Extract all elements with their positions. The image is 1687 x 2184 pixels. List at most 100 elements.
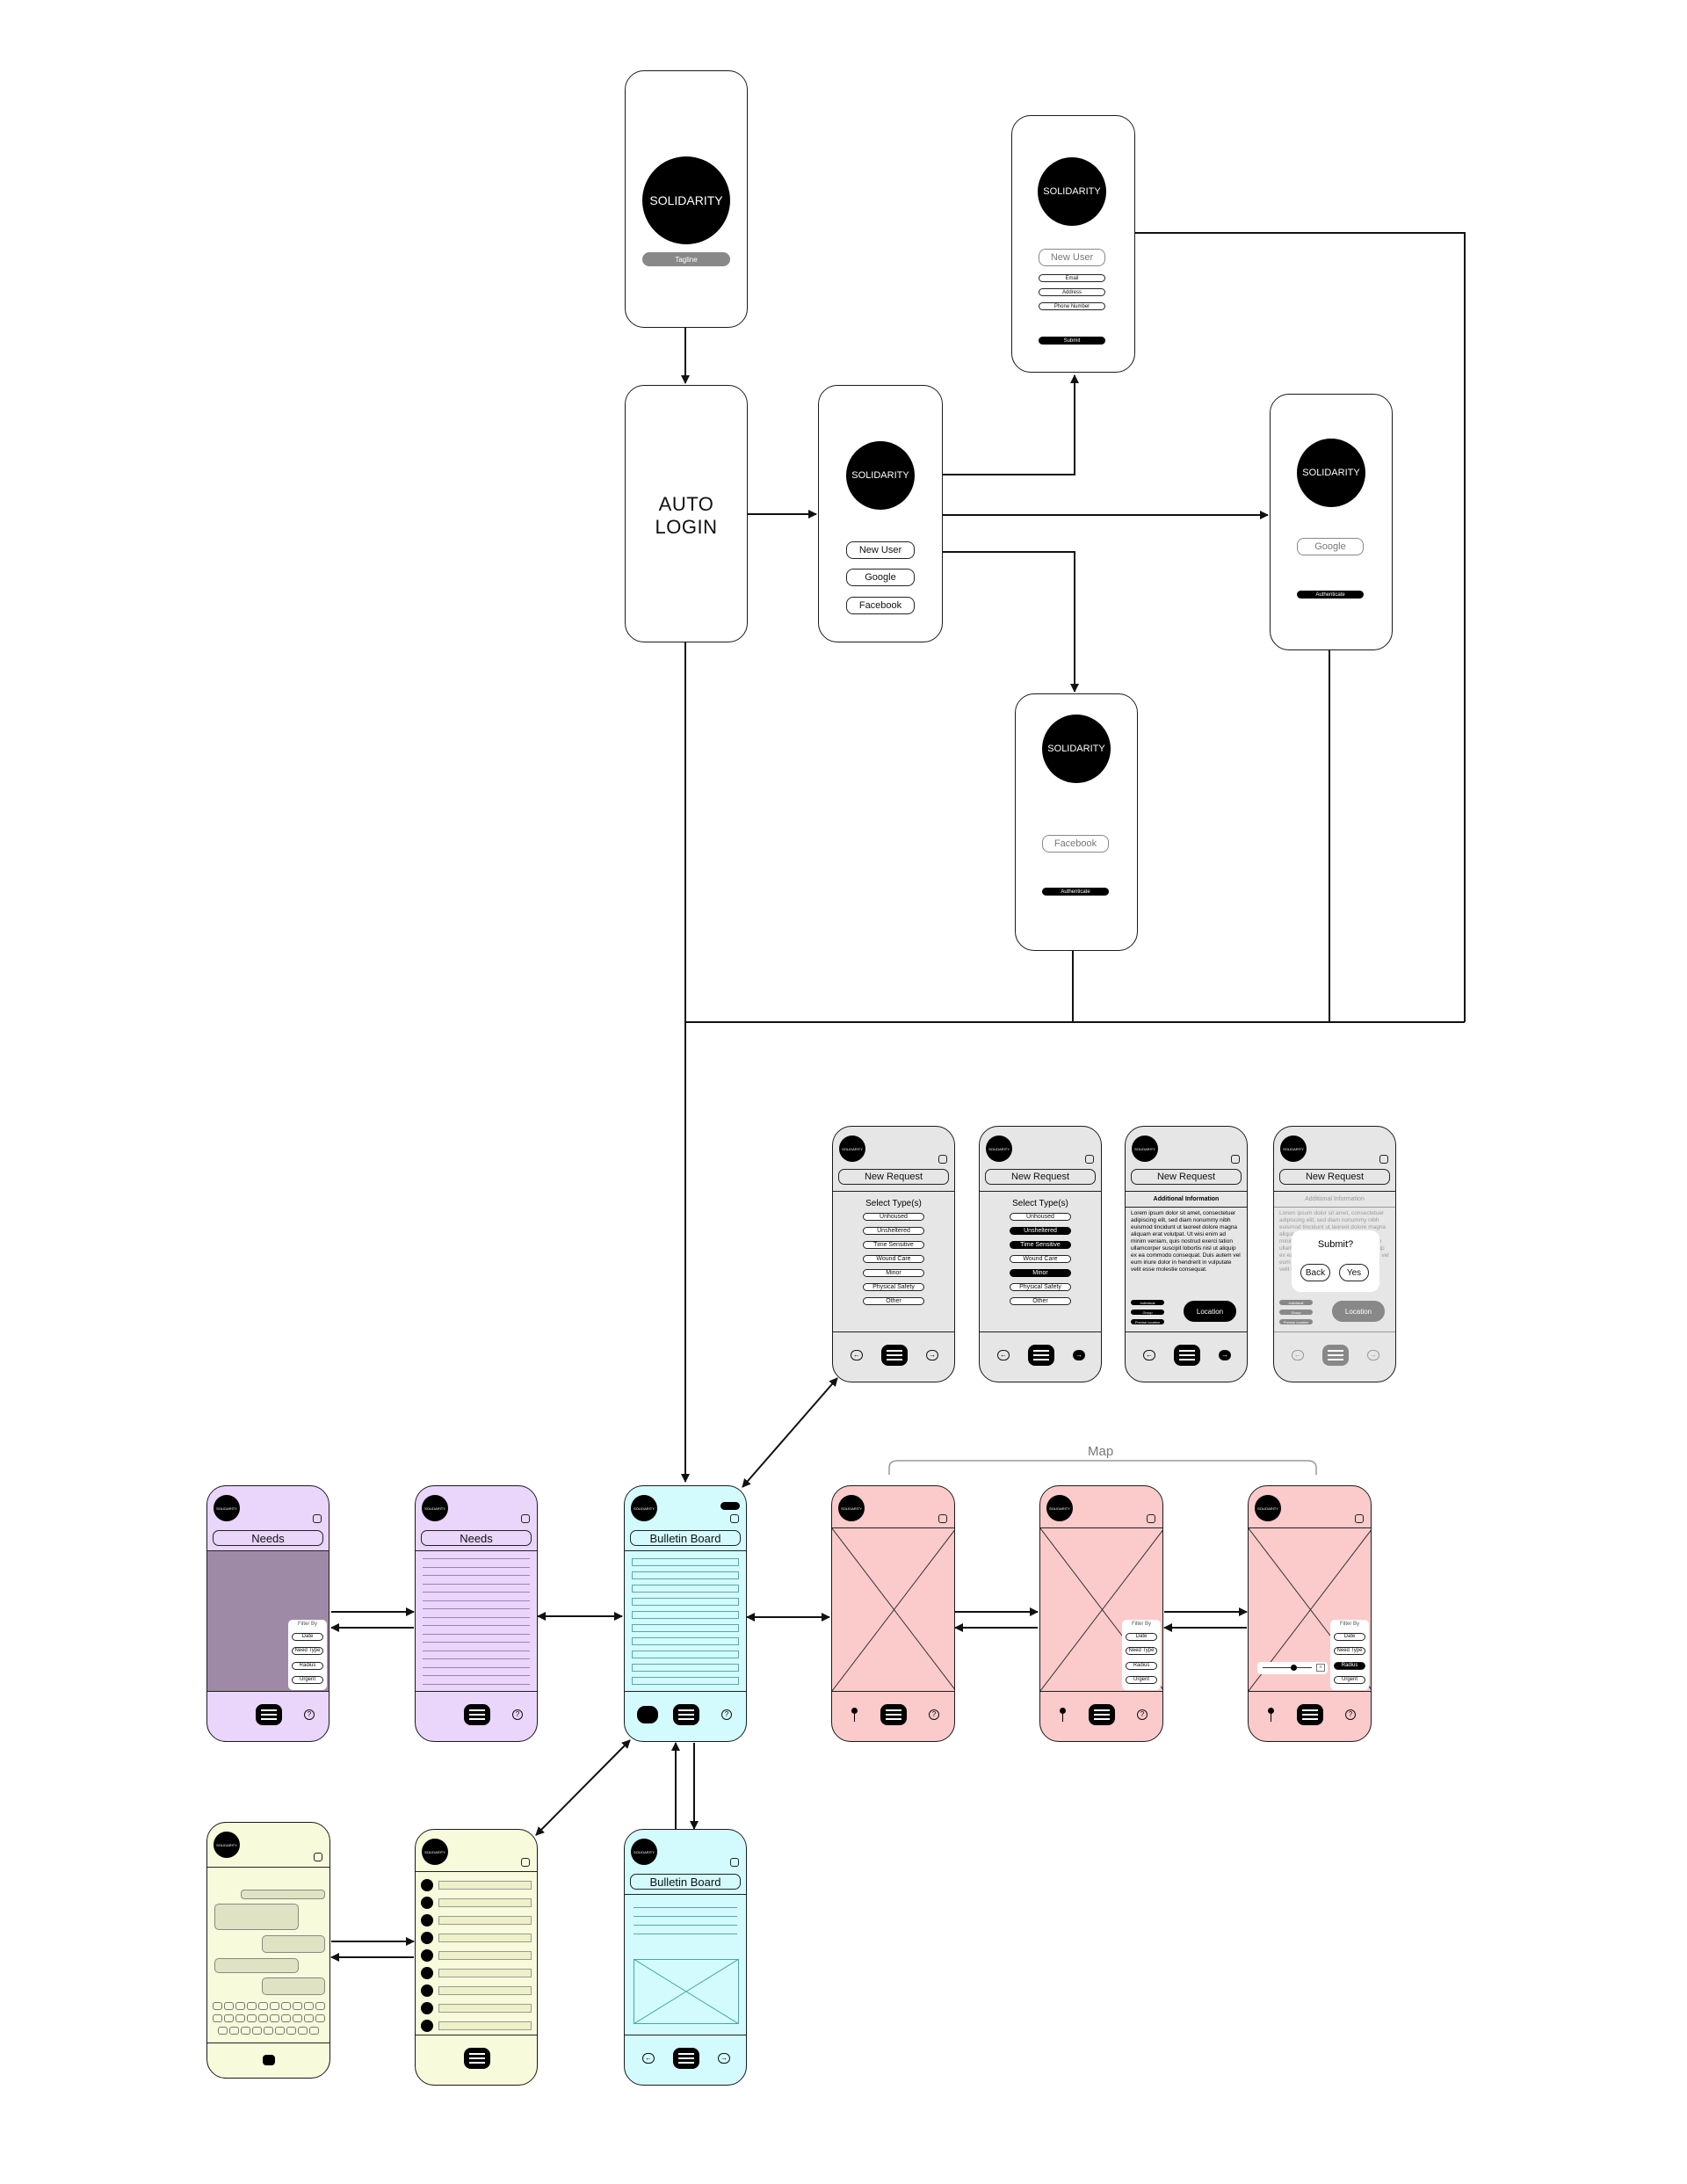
type-wound-care[interactable]: Wound Care bbox=[1010, 1255, 1071, 1263]
list-item[interactable] bbox=[438, 1969, 532, 1977]
hamburger-icon[interactable] bbox=[1089, 1704, 1115, 1725]
menu-square-icon[interactable] bbox=[1085, 1155, 1094, 1164]
avatar[interactable] bbox=[421, 2002, 433, 2014]
avatar[interactable] bbox=[421, 1967, 433, 1979]
pin-icon[interactable] bbox=[1060, 1708, 1066, 1722]
hamburger-icon[interactable] bbox=[673, 2048, 699, 2069]
list-item[interactable] bbox=[438, 1881, 532, 1890]
list-item[interactable] bbox=[423, 1625, 530, 1626]
key[interactable] bbox=[213, 2002, 222, 2010]
keyboard[interactable] bbox=[207, 1999, 329, 2043]
list-item[interactable] bbox=[632, 1637, 739, 1645]
key[interactable] bbox=[315, 2014, 325, 2022]
forward-arrow-icon[interactable]: → bbox=[1219, 1350, 1231, 1360]
hamburger-icon[interactable] bbox=[673, 1704, 699, 1725]
key[interactable] bbox=[264, 2027, 273, 2035]
filter-need-type[interactable]: Need Type bbox=[1126, 1647, 1157, 1655]
list-item[interactable] bbox=[632, 1571, 739, 1579]
key[interactable] bbox=[281, 2002, 291, 2010]
hamburger-icon[interactable] bbox=[464, 2048, 490, 2069]
key[interactable] bbox=[235, 2002, 245, 2010]
hamburger-icon[interactable] bbox=[880, 1704, 907, 1725]
help-icon[interactable]: ? bbox=[721, 1709, 732, 1720]
list-item[interactable] bbox=[423, 1558, 530, 1559]
list-item[interactable] bbox=[438, 1951, 532, 1960]
list-item[interactable] bbox=[632, 1651, 739, 1658]
menu-square-icon[interactable] bbox=[1231, 1155, 1240, 1164]
list-item[interactable] bbox=[438, 1916, 532, 1925]
help-icon[interactable]: ? bbox=[1345, 1709, 1356, 1720]
type-other[interactable]: Other bbox=[863, 1297, 924, 1305]
conversation-list[interactable] bbox=[416, 1872, 537, 2035]
key[interactable] bbox=[252, 2027, 262, 2035]
type-physical-safety[interactable]: Physical Safety bbox=[863, 1283, 924, 1291]
close-slider-icon[interactable]: × bbox=[1316, 1664, 1325, 1672]
list-item[interactable] bbox=[632, 1585, 739, 1593]
menu-square-icon[interactable] bbox=[521, 1858, 530, 1867]
list-item[interactable] bbox=[423, 1566, 530, 1568]
list-item[interactable] bbox=[423, 1592, 530, 1593]
hamburger-icon[interactable] bbox=[1174, 1345, 1200, 1366]
location-button[interactable]: Location bbox=[1184, 1301, 1236, 1322]
list-item[interactable] bbox=[423, 1658, 530, 1659]
radius-slider[interactable]: × bbox=[1257, 1662, 1328, 1674]
list-item[interactable] bbox=[438, 1986, 532, 1995]
key[interactable] bbox=[224, 2014, 234, 2022]
forward-arrow-icon[interactable]: → bbox=[926, 1350, 938, 1360]
authenticate-button[interactable]: Authenticate bbox=[1297, 591, 1364, 599]
menu-square-icon[interactable] bbox=[730, 1514, 739, 1523]
type-time-sensitive[interactable]: Time Sensitive bbox=[863, 1241, 924, 1249]
key[interactable] bbox=[258, 2002, 268, 2010]
type-wound-care[interactable]: Wound Care bbox=[863, 1255, 924, 1263]
key[interactable] bbox=[270, 2002, 279, 2010]
filter-date[interactable]: Date bbox=[1126, 1633, 1157, 1641]
filter-radius[interactable]: Radius bbox=[1126, 1662, 1157, 1670]
help-icon[interactable]: ? bbox=[1137, 1709, 1148, 1720]
list-item[interactable] bbox=[632, 1558, 739, 1566]
key[interactable] bbox=[293, 2002, 302, 2010]
list-item[interactable] bbox=[632, 1664, 739, 1672]
list-item[interactable] bbox=[423, 1633, 530, 1635]
filter-urgent[interactable]: Urgent bbox=[1334, 1676, 1365, 1684]
type-unhoused[interactable]: Unhoused bbox=[1010, 1213, 1071, 1221]
key[interactable] bbox=[281, 2014, 291, 2022]
hamburger-icon[interactable] bbox=[1028, 1345, 1054, 1366]
list-item[interactable] bbox=[423, 1583, 530, 1585]
list-item[interactable] bbox=[438, 2004, 532, 2013]
hamburger-icon[interactable] bbox=[464, 1704, 490, 1725]
list-item[interactable] bbox=[632, 1624, 739, 1632]
key[interactable] bbox=[218, 2027, 228, 2035]
filter-urgent[interactable]: Urgent bbox=[1126, 1676, 1157, 1684]
list-item[interactable] bbox=[438, 1898, 532, 1907]
type-time-sensitive[interactable]: Time Sensitive bbox=[1010, 1241, 1071, 1249]
avatar[interactable] bbox=[421, 2020, 433, 2032]
list-item[interactable] bbox=[423, 1600, 530, 1601]
filter-need-type[interactable]: Need Type bbox=[1334, 1647, 1365, 1655]
list-item[interactable] bbox=[423, 1608, 530, 1609]
back-arrow-icon[interactable]: ← bbox=[851, 1350, 863, 1360]
tag-individual[interactable]: Individual bbox=[1131, 1300, 1164, 1305]
list-item[interactable] bbox=[423, 1675, 530, 1676]
tag-group[interactable]: Group bbox=[1131, 1310, 1164, 1315]
menu-square-icon[interactable] bbox=[1355, 1514, 1364, 1523]
back-arrow-icon[interactable]: ← bbox=[1143, 1350, 1155, 1360]
key[interactable] bbox=[304, 2002, 314, 2010]
list-item[interactable] bbox=[423, 1616, 530, 1618]
authenticate-button[interactable]: Authenticate bbox=[1042, 888, 1109, 896]
key[interactable] bbox=[275, 2027, 285, 2035]
key[interactable] bbox=[298, 2027, 308, 2035]
list-item[interactable] bbox=[423, 1666, 530, 1668]
hamburger-icon[interactable] bbox=[881, 1345, 908, 1366]
help-icon[interactable]: ? bbox=[512, 1709, 523, 1720]
type-other[interactable]: Other bbox=[1010, 1297, 1071, 1305]
avatar[interactable] bbox=[421, 1949, 433, 1962]
forward-arrow-icon[interactable]: → bbox=[718, 2053, 730, 2064]
facebook-button[interactable]: Facebook bbox=[846, 597, 915, 614]
help-icon[interactable]: ? bbox=[304, 1709, 315, 1720]
key[interactable] bbox=[235, 2014, 245, 2022]
phone-field[interactable]: Phone Number bbox=[1039, 302, 1105, 310]
key[interactable] bbox=[247, 2002, 257, 2010]
filter-radius[interactable]: Radius bbox=[292, 1662, 323, 1670]
key[interactable] bbox=[309, 2027, 319, 2035]
type-unsheltered[interactable]: Unsheltered bbox=[1010, 1227, 1071, 1235]
